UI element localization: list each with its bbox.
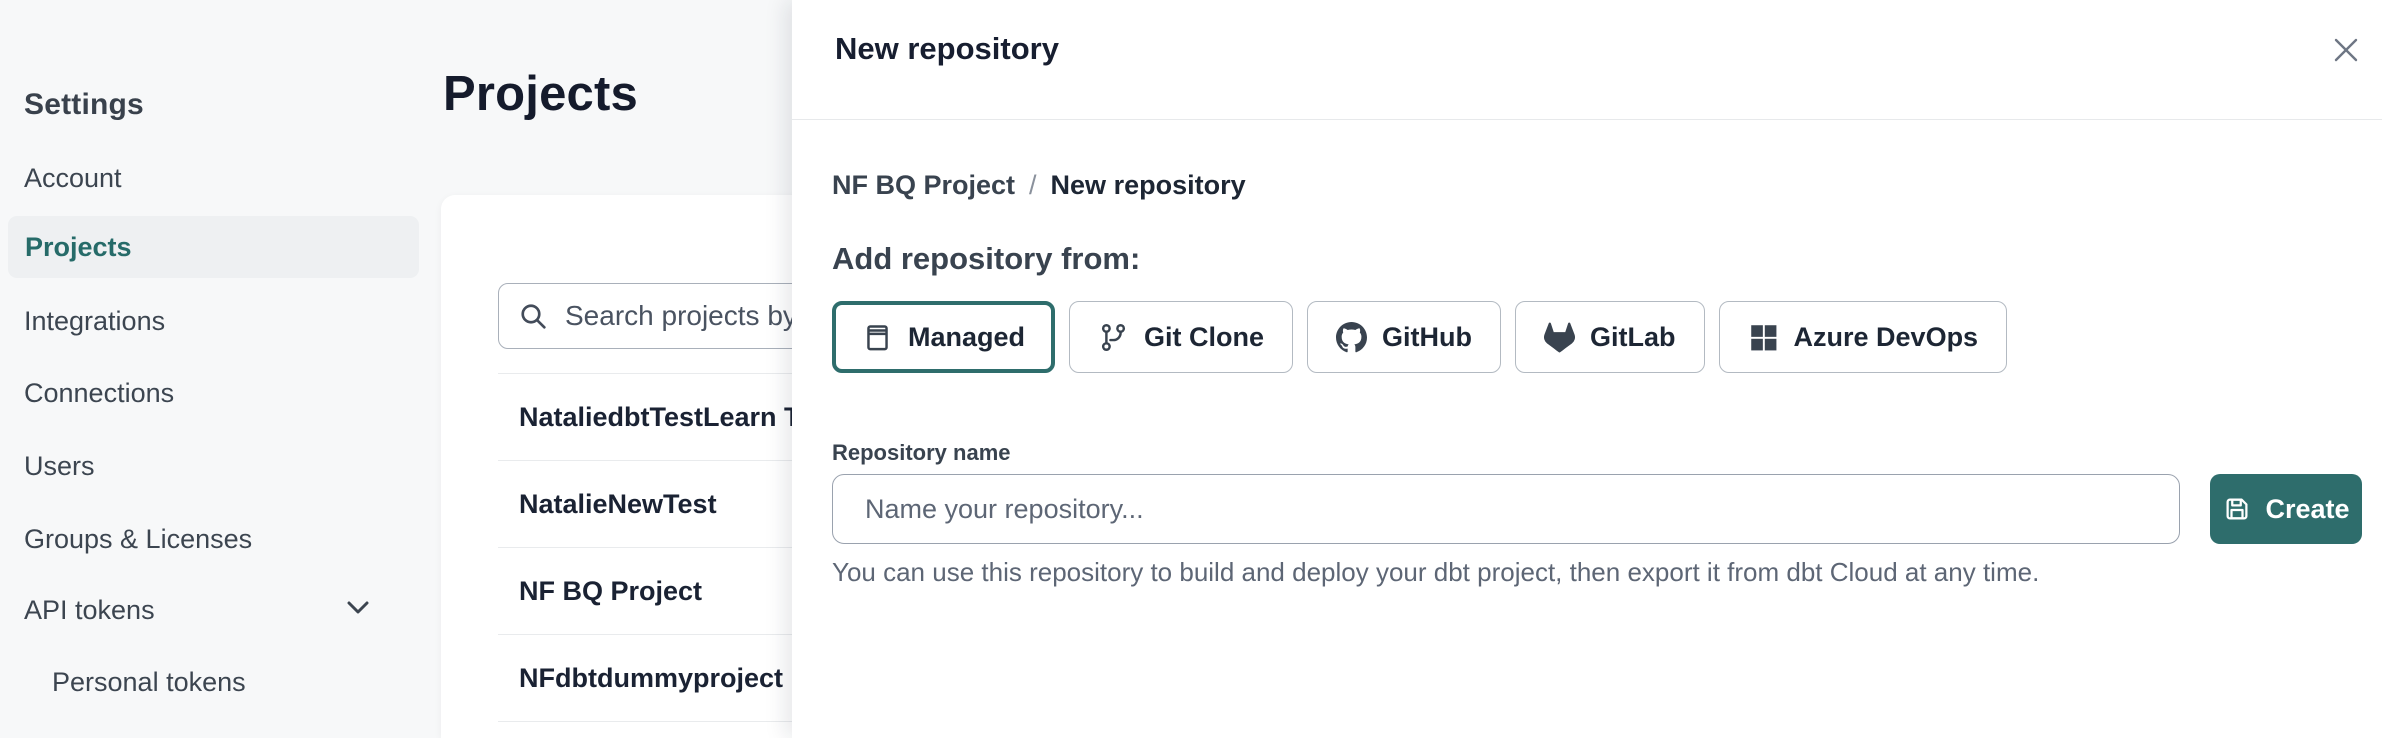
- chevron-down-icon[interactable]: [347, 601, 369, 617]
- repository-name-label: Repository name: [832, 440, 1011, 465]
- add-repository-heading: Add repository from:: [832, 241, 1141, 276]
- breadcrumb-separator: /: [1029, 170, 1037, 200]
- breadcrumb: NF BQ Project / New repository: [832, 170, 2362, 201]
- repository-helper-text: You can use this repository to build and…: [832, 557, 2040, 587]
- sidebar-item-api-tokens[interactable]: API tokens: [24, 595, 155, 625]
- sidebar-item-users[interactable]: Users: [24, 451, 95, 481]
- sidebar-item-projects[interactable]: Projects: [8, 216, 419, 278]
- source-option-git-clone-label: Git Clone: [1144, 321, 1265, 352]
- source-option-azure-devops-label: Azure DevOps: [1793, 321, 1979, 352]
- modal-header: New repository: [792, 0, 2382, 120]
- source-option-github[interactable]: GitHub: [1307, 301, 1502, 373]
- sidebar-item-integrations[interactable]: Integrations: [24, 306, 166, 336]
- breadcrumb-parent-project[interactable]: NF BQ Project: [832, 170, 1016, 200]
- repo-source-options: Managed Git Clone GitHub GitLab: [832, 301, 2362, 373]
- breadcrumb-current: New repository: [1050, 170, 1246, 200]
- create-button-label: Create: [2265, 493, 2350, 524]
- modal-title: New repository: [835, 31, 1059, 66]
- managed-repo-icon: [862, 322, 893, 353]
- source-option-gitlab[interactable]: GitLab: [1515, 301, 1705, 373]
- github-icon: [1336, 321, 1368, 353]
- page-title: Projects: [443, 67, 638, 121]
- git-branch-icon: [1098, 322, 1129, 353]
- search-icon: [517, 300, 549, 332]
- source-option-managed-label: Managed: [908, 321, 1026, 352]
- create-button[interactable]: Create: [2210, 474, 2362, 544]
- repository-name-input[interactable]: [832, 474, 2180, 544]
- modal-body: NF BQ Project / New repository Add repos…: [792, 170, 2382, 588]
- source-option-managed[interactable]: Managed: [832, 301, 1056, 373]
- repository-name-row: Create: [832, 474, 2362, 544]
- sidebar-item-connections[interactable]: Connections: [24, 378, 175, 408]
- azure-devops-icon: [1748, 322, 1779, 353]
- source-option-azure-devops[interactable]: Azure DevOps: [1718, 301, 2008, 373]
- sidebar-item-projects-label: Projects: [25, 232, 132, 262]
- source-option-git-clone[interactable]: Git Clone: [1069, 301, 1294, 373]
- settings-sidebar: Settings Account Projects Integrations C…: [0, 0, 440, 738]
- source-option-gitlab-label: GitLab: [1590, 321, 1676, 352]
- sidebar-title: Settings: [24, 88, 144, 121]
- sidebar-item-personal-tokens[interactable]: Personal tokens: [52, 667, 246, 697]
- close-icon[interactable]: [2324, 28, 2368, 72]
- source-option-github-label: GitHub: [1382, 321, 1473, 352]
- new-repository-modal: New repository NF BQ Project / New repos…: [792, 0, 2382, 738]
- save-icon: [2222, 494, 2252, 524]
- gitlab-icon: [1544, 322, 1576, 353]
- sidebar-item-groups-licenses[interactable]: Groups & Licenses: [24, 524, 253, 554]
- sidebar-item-account[interactable]: Account: [24, 163, 122, 193]
